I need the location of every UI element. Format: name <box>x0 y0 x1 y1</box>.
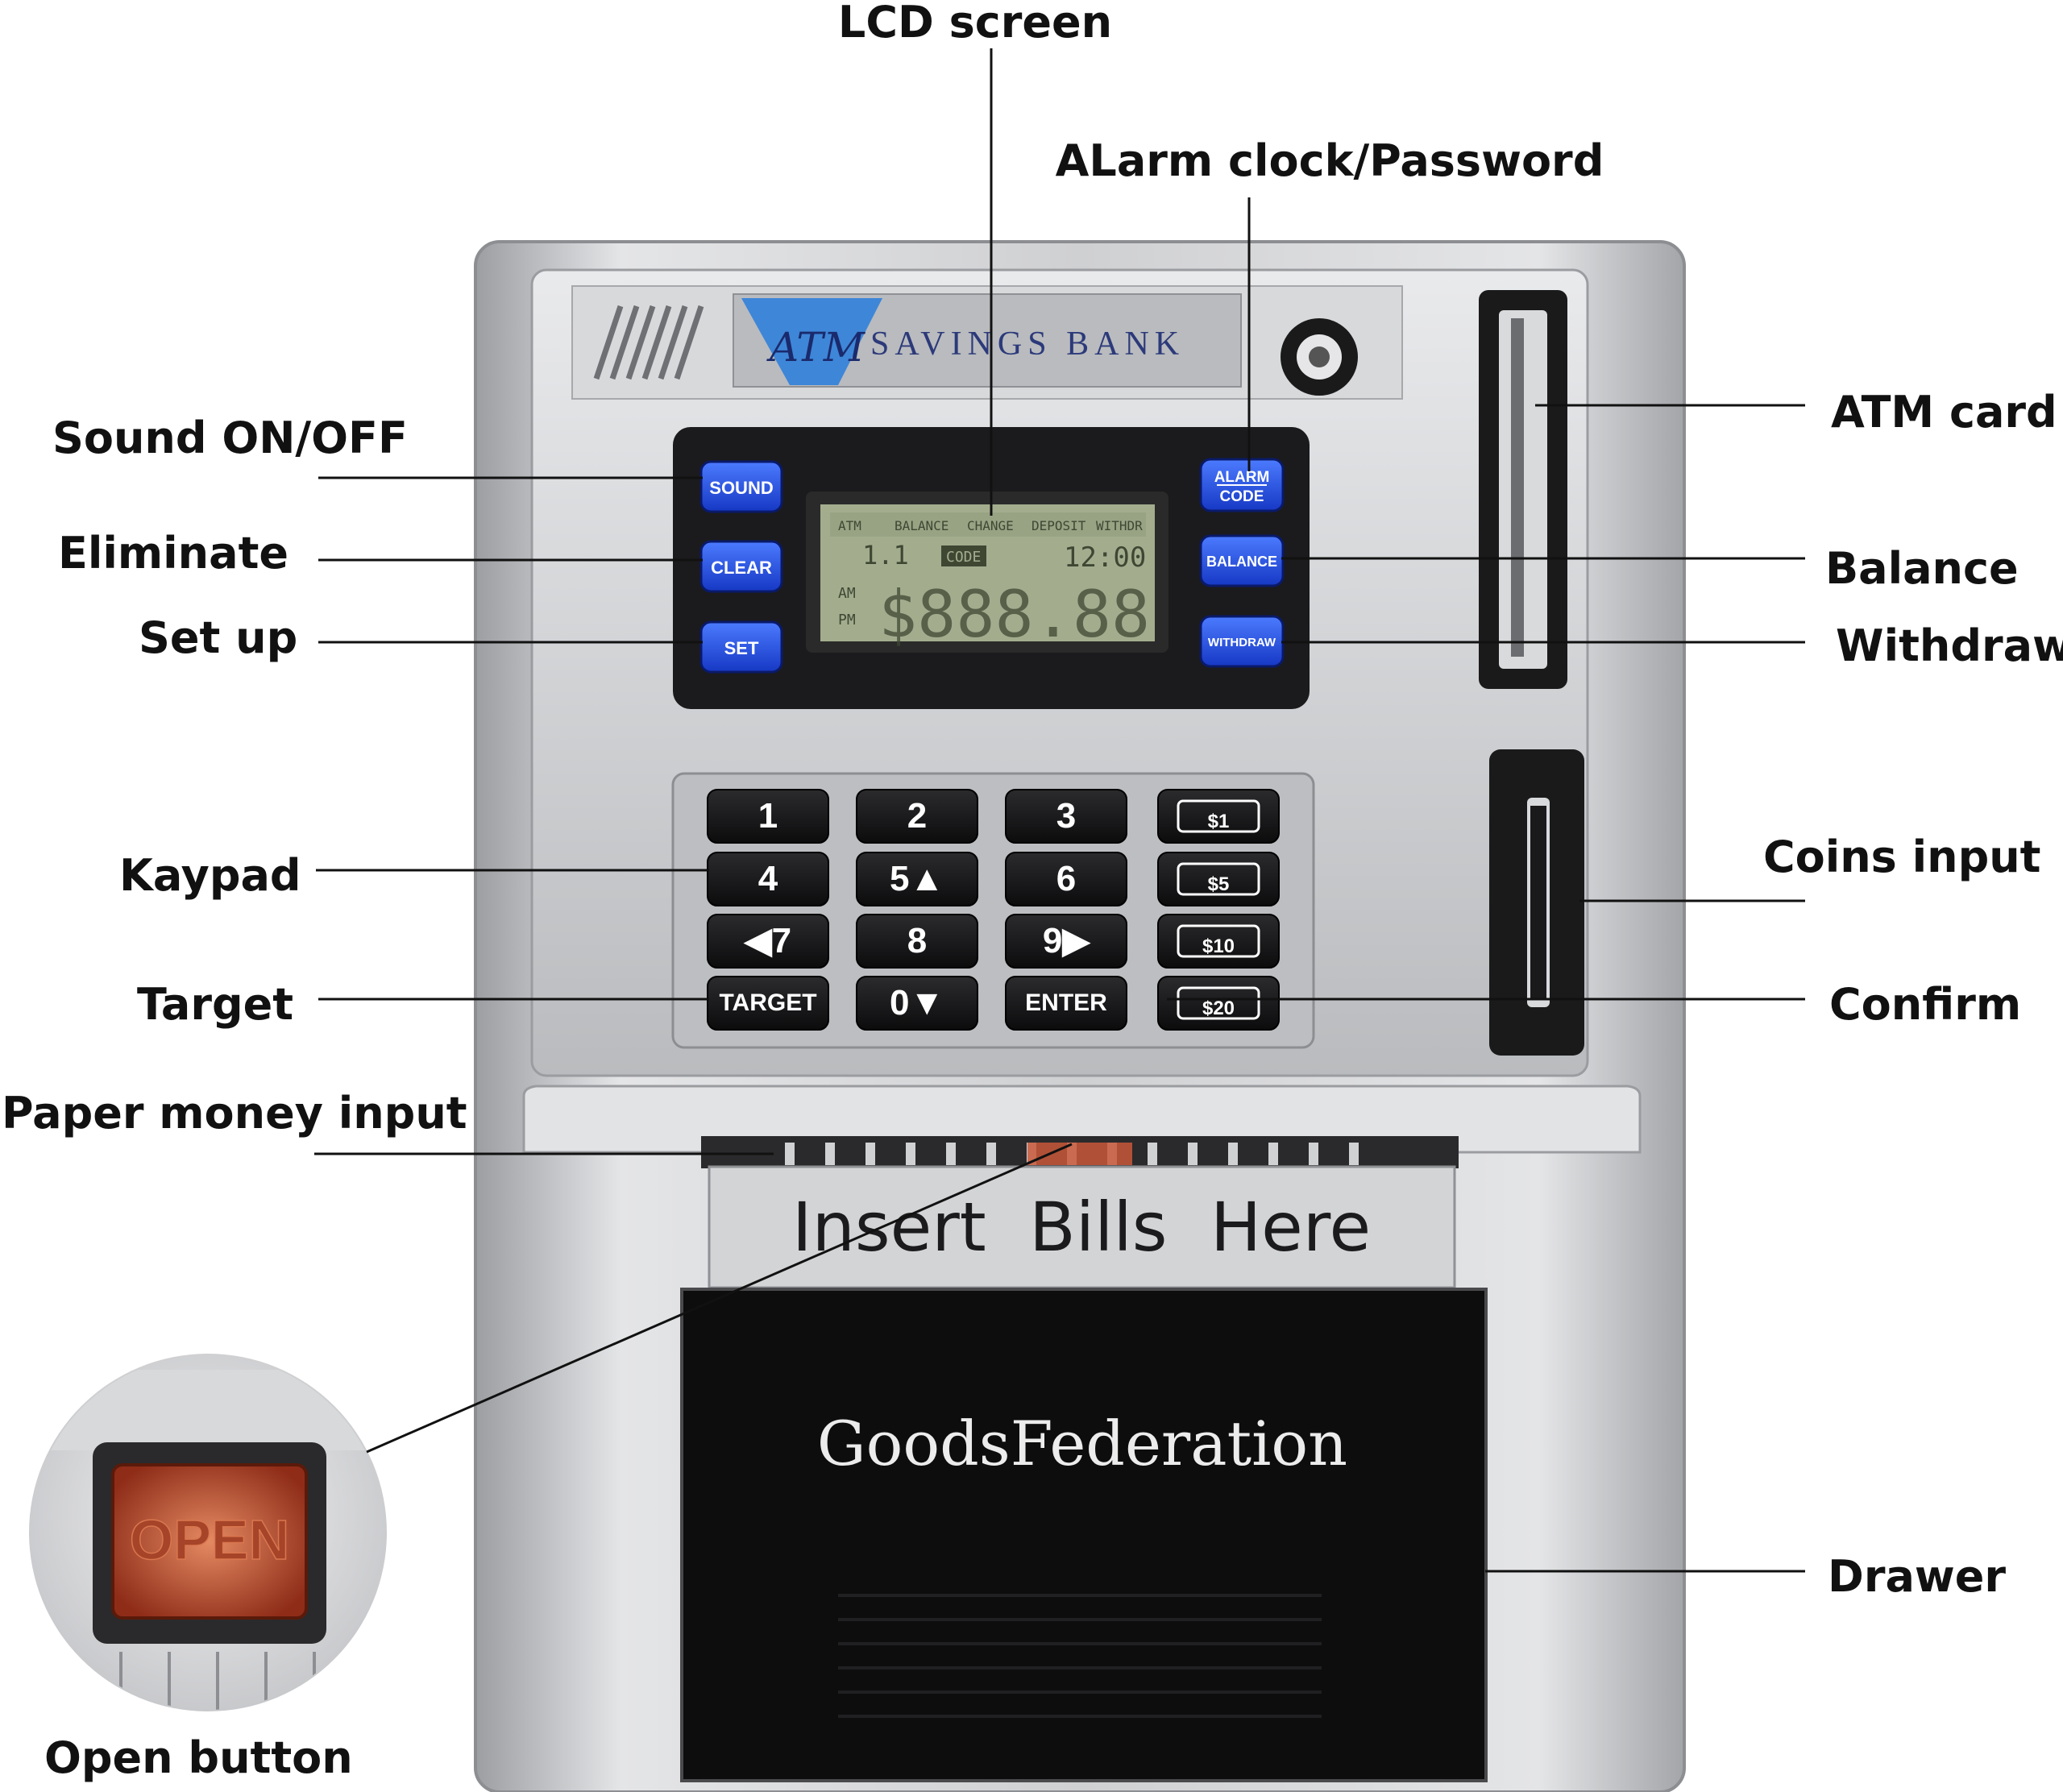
speaker-grille <box>593 305 704 380</box>
label-open-button: Open button <box>44 1732 353 1783</box>
lcd-header-balance: BALANCE <box>895 518 948 533</box>
key-2[interactable]: 2 <box>856 789 978 844</box>
alarm-button-label: ALARM <box>1214 469 1270 486</box>
key-lock <box>1281 318 1358 396</box>
withdraw-button[interactable]: WITHDRAW <box>1199 615 1285 668</box>
drawer[interactable]: GoodsFederation <box>680 1288 1488 1782</box>
key-7-left[interactable]: ◀7 <box>707 914 829 969</box>
key-7-left-label: ◀7 <box>743 921 791 960</box>
lcd-header-withdr: WITHDR <box>1096 518 1143 533</box>
label-balance: Balance <box>1825 543 2019 594</box>
key-3[interactable]: 3 <box>1005 789 1127 844</box>
lcd-amount: $888.88 <box>878 577 1150 652</box>
callout-lines <box>314 48 1805 1573</box>
key-bill-20-label: $20 <box>1202 998 1235 1019</box>
open-button[interactable]: OPEN <box>111 1463 308 1620</box>
key-enter[interactable]: ENTER <box>1005 976 1127 1031</box>
key-8[interactable]: 8 <box>856 914 978 969</box>
balance-button[interactable]: BALANCE <box>1199 534 1285 587</box>
key-bill-10[interactable]: $10 <box>1157 914 1280 969</box>
label-alarm-clock: ALarm clock/Password <box>1056 135 1604 186</box>
lcd-header-atm: ATM <box>838 518 861 533</box>
bill-icon <box>1177 986 1260 1020</box>
open-button-text: OPEN <box>130 1508 289 1571</box>
key-6[interactable]: 6 <box>1005 852 1127 906</box>
key-8-label: 8 <box>907 921 927 960</box>
drawer-brand-text: GoodsFederation <box>817 1408 1347 1479</box>
lcd-pm: PM <box>838 612 856 628</box>
sound-button[interactable]: SOUND <box>699 460 783 513</box>
key-5-up[interactable]: 5▲ <box>856 852 978 906</box>
lcd-header-change: CHANGE <box>967 518 1014 533</box>
lcd-header-deposit: DEPOSIT <box>1032 518 1086 533</box>
key-9-right-label: 9▶ <box>1043 921 1091 960</box>
lcd-am: AM <box>838 585 856 602</box>
code-button-label: CODE <box>1220 488 1264 505</box>
label-set-up: Set up <box>139 612 297 663</box>
key-bill-5[interactable]: $5 <box>1157 852 1280 906</box>
key-6-label: 6 <box>1056 859 1076 898</box>
key-9-right[interactable]: 9▶ <box>1005 914 1127 969</box>
key-2-label: 2 <box>907 796 927 836</box>
lcd-date: 1.1 <box>862 540 909 570</box>
key-enter-label: ENTER <box>1025 989 1107 1016</box>
key-bill-1-label: $1 <box>1208 811 1230 832</box>
label-withdraw: Withdraw <box>1836 620 2063 671</box>
balance-button-label: BALANCE <box>1206 554 1277 570</box>
clear-button[interactable]: CLEAR <box>699 540 783 593</box>
lcd-time: 12:00 <box>1064 541 1146 574</box>
set-button[interactable]: SET <box>699 620 783 674</box>
label-sound: Sound ON/OFF <box>52 413 408 463</box>
bill-icon <box>1177 799 1260 833</box>
key-3-label: 3 <box>1056 796 1076 836</box>
open-button-zoom: OPEN <box>29 1354 387 1711</box>
label-atm-card: ATM card <box>1831 387 2057 438</box>
key-0-down[interactable]: 0▼ <box>856 976 978 1031</box>
key-1-label: 1 <box>758 796 778 836</box>
clear-button-label: CLEAR <box>711 558 772 578</box>
key-bill-20[interactable]: $20 <box>1157 976 1280 1031</box>
coin-slot[interactable] <box>1489 749 1584 1056</box>
withdraw-button-label: WITHDRAW <box>1208 636 1276 649</box>
label-paper-money: Paper money input <box>2 1088 467 1139</box>
set-button-label: SET <box>724 638 759 658</box>
key-bill-10-label: $10 <box>1202 935 1235 957</box>
key-bill-1[interactable]: $1 <box>1157 789 1280 844</box>
label-drawer: Drawer <box>1828 1551 2006 1602</box>
key-bill-5-label: $5 <box>1208 873 1230 895</box>
bill-slot-hood: Insert Bills Here <box>522 1085 1642 1289</box>
atm-logo-text: ATM <box>766 324 866 371</box>
insert-bills-text: Insert Bills Here <box>792 1188 1371 1267</box>
label-eliminate: Eliminate <box>58 528 288 579</box>
key-4-label: 4 <box>758 859 778 898</box>
lcd-screen: ATM BALANCE CHANGE DEPOSIT WITHDR 1.1 CO… <box>806 492 1168 653</box>
sound-button-label: SOUND <box>709 478 773 498</box>
label-keypad: Kaypad <box>119 850 301 901</box>
keypad <box>671 772 1315 1049</box>
bank-nameplate: ATM SAVINGS BANK <box>733 293 1242 388</box>
bank-name-text: SAVINGS BANK <box>870 326 1185 363</box>
key-5-up-label: 5▲ <box>890 859 944 898</box>
lcd-code-tag: CODE <box>946 549 981 566</box>
label-target: Target <box>137 979 293 1030</box>
label-lcd-screen: LCD screen <box>838 0 1112 48</box>
key-target[interactable]: TARGET <box>707 976 829 1031</box>
card-slot[interactable] <box>1479 290 1567 689</box>
label-confirm: Confirm <box>1829 979 2021 1030</box>
key-1[interactable]: 1 <box>707 789 829 844</box>
bill-icon <box>1177 924 1260 958</box>
open-button-small[interactable] <box>1027 1143 1132 1165</box>
key-4[interactable]: 4 <box>707 852 829 906</box>
bill-icon <box>1177 862 1260 896</box>
key-0-down-label: 0▼ <box>890 983 944 1023</box>
label-coins: Coins input <box>1763 832 2041 882</box>
key-target-label: TARGET <box>719 989 816 1016</box>
alarm-code-button[interactable]: ALARM CODE <box>1199 458 1285 512</box>
